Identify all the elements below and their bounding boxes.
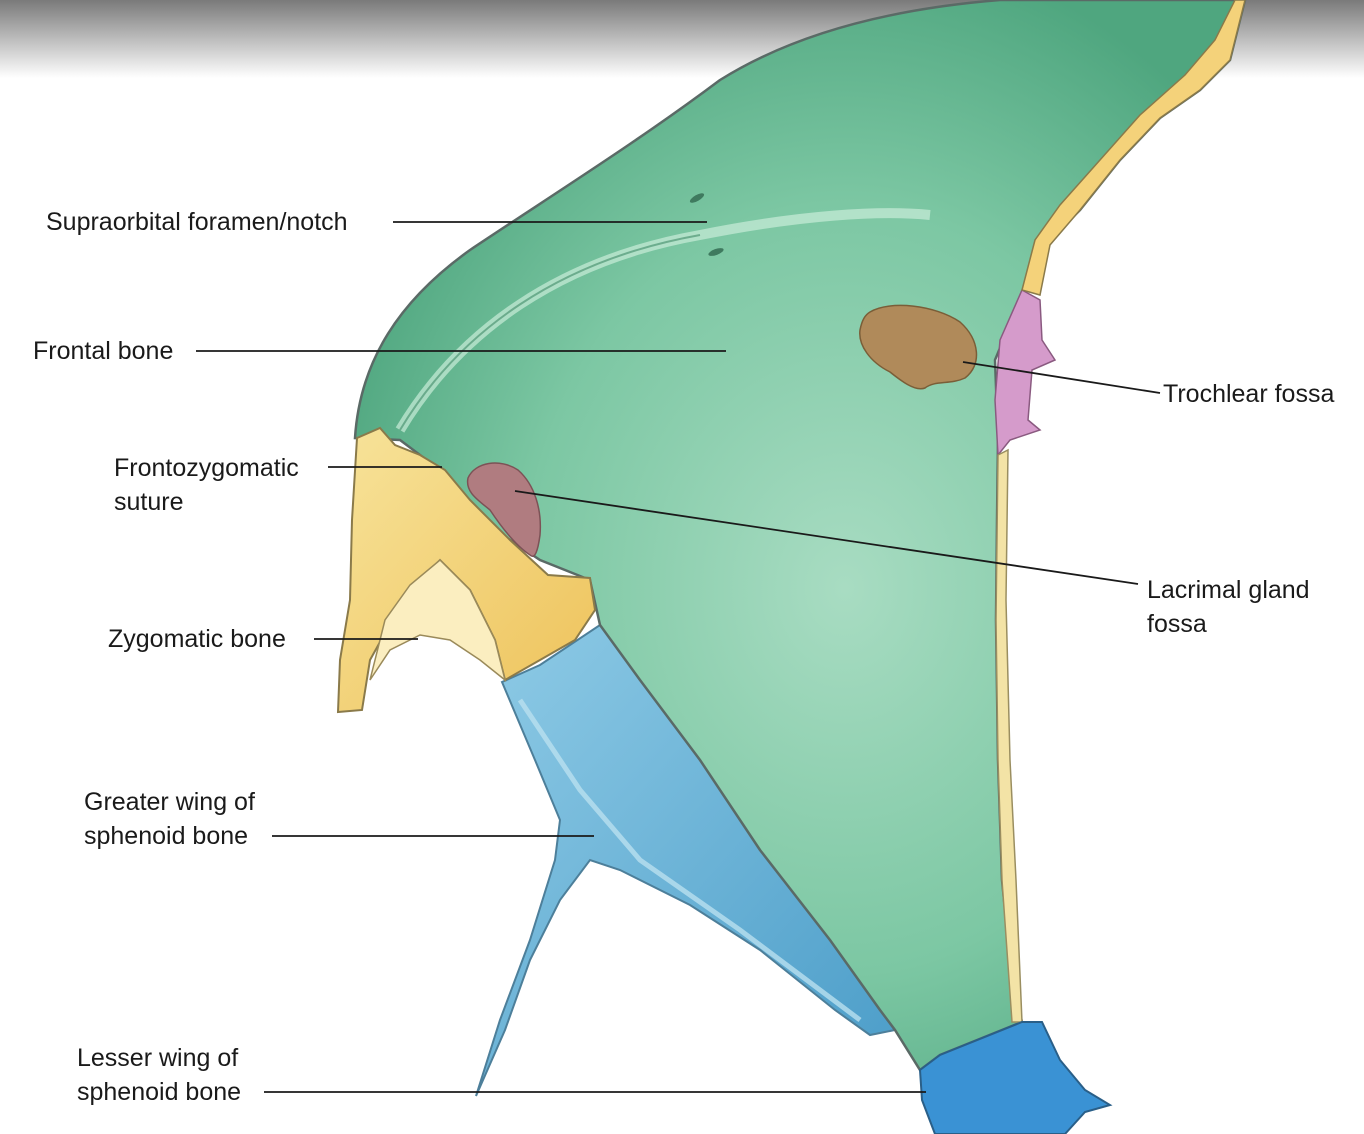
medial-suture-strip — [1021, 0, 1246, 296]
label-lesser-wing: Lesser wing of sphenoid bone — [77, 1044, 242, 1106]
label-frontozygomatic-suture: Frontozygomatic suture — [114, 454, 299, 516]
label-lacrimal-gland-fossa: Lacrimal gland fossa — [1147, 576, 1310, 638]
trochlear-fossa-region — [859, 304, 978, 390]
greater-wing-crest — [517, 698, 862, 1022]
label-greater-wing: Greater wing of sphenoid bone — [84, 788, 255, 850]
supraorbital-notch-mark — [689, 193, 705, 203]
label-frontal-bone: Frontal bone — [33, 337, 174, 365]
label-supraorbital-foramen: Supraorbital foramen/notch — [46, 208, 348, 236]
lesser-wing-region — [918, 1021, 1113, 1134]
label-trochlear-fossa: Trochlear fossa — [1163, 380, 1335, 408]
label-zygomatic-bone: Zygomatic bone — [108, 625, 286, 653]
zygomatic-inner-surface — [369, 558, 507, 682]
